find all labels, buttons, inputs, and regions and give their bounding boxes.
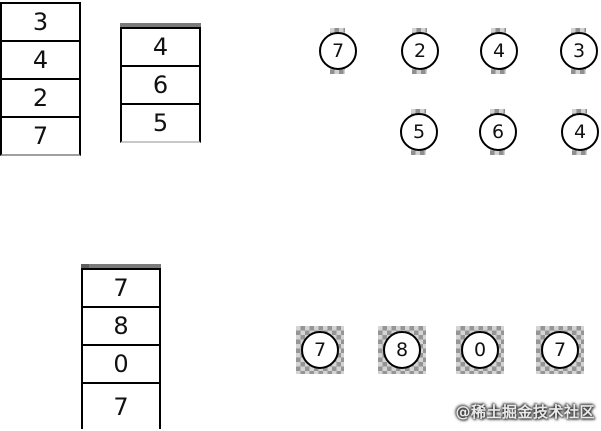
stack-cell: 6: [120, 65, 201, 105]
stack-top-indicator: [81, 264, 161, 270]
node-value: 3: [560, 32, 598, 70]
stack-cell: 4: [0, 40, 81, 80]
stack-cell: 3: [0, 2, 81, 42]
list-node: 6: [479, 109, 517, 155]
node-value: 4: [480, 32, 518, 70]
node-value: 2: [401, 32, 439, 70]
list-node: 7: [296, 326, 344, 374]
stack-cell: 8: [81, 306, 161, 346]
stack-cell: 2: [0, 78, 81, 118]
stack-cell: 0: [81, 344, 161, 384]
stack-l2: 4 6 5: [120, 23, 201, 143]
node-value: 8: [383, 331, 421, 369]
node-value: 0: [461, 331, 499, 369]
stack-l1: 3 4 2 7: [0, 2, 81, 156]
stack-cell: 4: [120, 27, 201, 67]
node-value: 6: [479, 113, 517, 151]
node-value: 4: [561, 113, 599, 151]
stack-cell: 7: [81, 268, 161, 308]
list-node: 8: [378, 326, 426, 374]
node-value: 7: [301, 331, 339, 369]
list-node: 3: [560, 28, 598, 74]
stack-cell: 7: [0, 116, 81, 156]
list-node: 2: [401, 28, 439, 74]
node-value: 7: [541, 331, 579, 369]
stack-result: 7 8 0 7: [81, 264, 161, 429]
list-node: 0: [456, 326, 504, 374]
node-value: 7: [319, 32, 357, 70]
list-node: 7: [536, 326, 584, 374]
stack-top-indicator: [120, 23, 201, 29]
list-node: 4: [561, 109, 599, 155]
node-value: 5: [400, 113, 438, 151]
list-node: 4: [480, 28, 518, 74]
juejin-watermark: @稀土掘金技术社区: [455, 403, 595, 421]
stack-cell: 5: [120, 103, 201, 143]
stack-cell: 7: [81, 382, 161, 429]
list-node: 7: [319, 28, 357, 74]
list-node: 5: [400, 109, 438, 155]
